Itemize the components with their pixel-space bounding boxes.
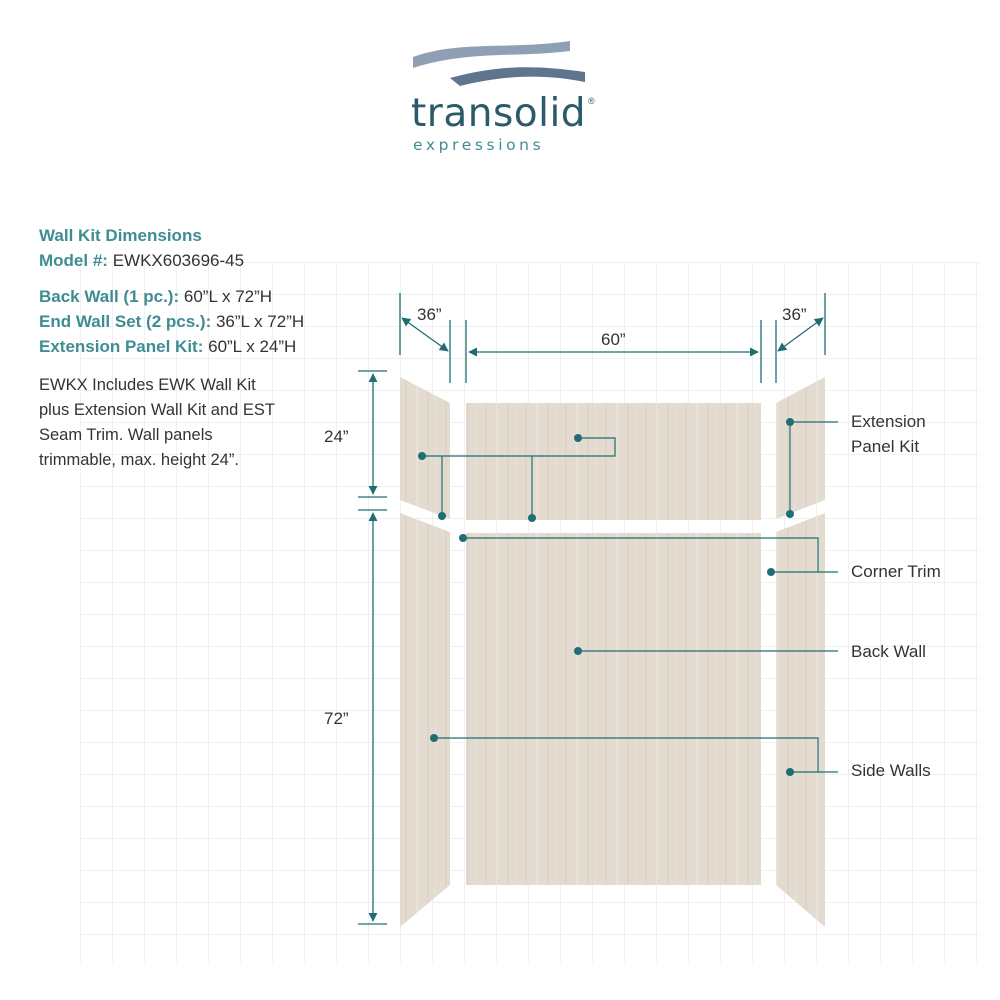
callout-back-wall: Back Wall <box>851 642 926 661</box>
model-label: Model #: <box>39 251 108 270</box>
callout-corner-trim: Corner Trim <box>851 562 941 581</box>
brand-tagline: expressions <box>413 136 545 154</box>
callout-extension-panel-kit: Extension Panel Kit <box>851 412 926 456</box>
end-wall-label: End Wall Set (2 pcs.): <box>39 312 212 331</box>
upper-height-label: 24” <box>324 427 349 446</box>
left-width-label: 36” <box>417 305 442 324</box>
extension-label: Extension Panel Kit: <box>39 337 204 356</box>
lower-height-label: 72” <box>324 709 349 728</box>
left-side-wall <box>400 513 450 927</box>
right-width-arrow <box>777 317 824 352</box>
extension-spec: Extension Panel Kit: 60”L x 24”H <box>39 338 296 355</box>
registered-mark: ® <box>588 96 595 106</box>
leader-dots <box>418 418 794 776</box>
left-width-arrow <box>401 317 449 352</box>
back-wall-panel <box>466 533 761 885</box>
right-extension-panel <box>776 377 825 519</box>
model-line: Model #: EWKX603696-45 <box>39 252 244 269</box>
extension-value: 60”L x 24”H <box>208 337 297 356</box>
model-value: EWKX603696-45 <box>112 251 245 270</box>
end-wall-spec: End Wall Set (2 pcs.): 36”L x 72”H <box>39 313 304 330</box>
back-wall-label: Back Wall (1 pc.): <box>39 287 180 306</box>
right-width-label: 36” <box>782 305 807 324</box>
kit-description: EWKX Includes EWK Wall Kit plus Extensio… <box>39 376 275 469</box>
back-wall-value: 60”L x 72”H <box>183 287 273 306</box>
brand-logo: transolid ® expressions <box>400 38 600 168</box>
callout-side-walls: Side Walls <box>851 761 931 780</box>
back-width-label: 60” <box>601 330 626 349</box>
end-wall-value: 36”L x 72”H <box>215 312 305 331</box>
back-wall-spec: Back Wall (1 pc.): 60”L x 72”H <box>39 288 272 305</box>
left-extension-panel <box>400 377 450 519</box>
leader-lines <box>422 421 838 773</box>
logo-wave-icon <box>413 41 585 86</box>
back-extension-panel <box>466 403 761 520</box>
specs-title: Wall Kit Dimensions <box>39 226 202 245</box>
brand-name: transolid <box>411 91 587 136</box>
right-side-wall <box>776 513 825 927</box>
